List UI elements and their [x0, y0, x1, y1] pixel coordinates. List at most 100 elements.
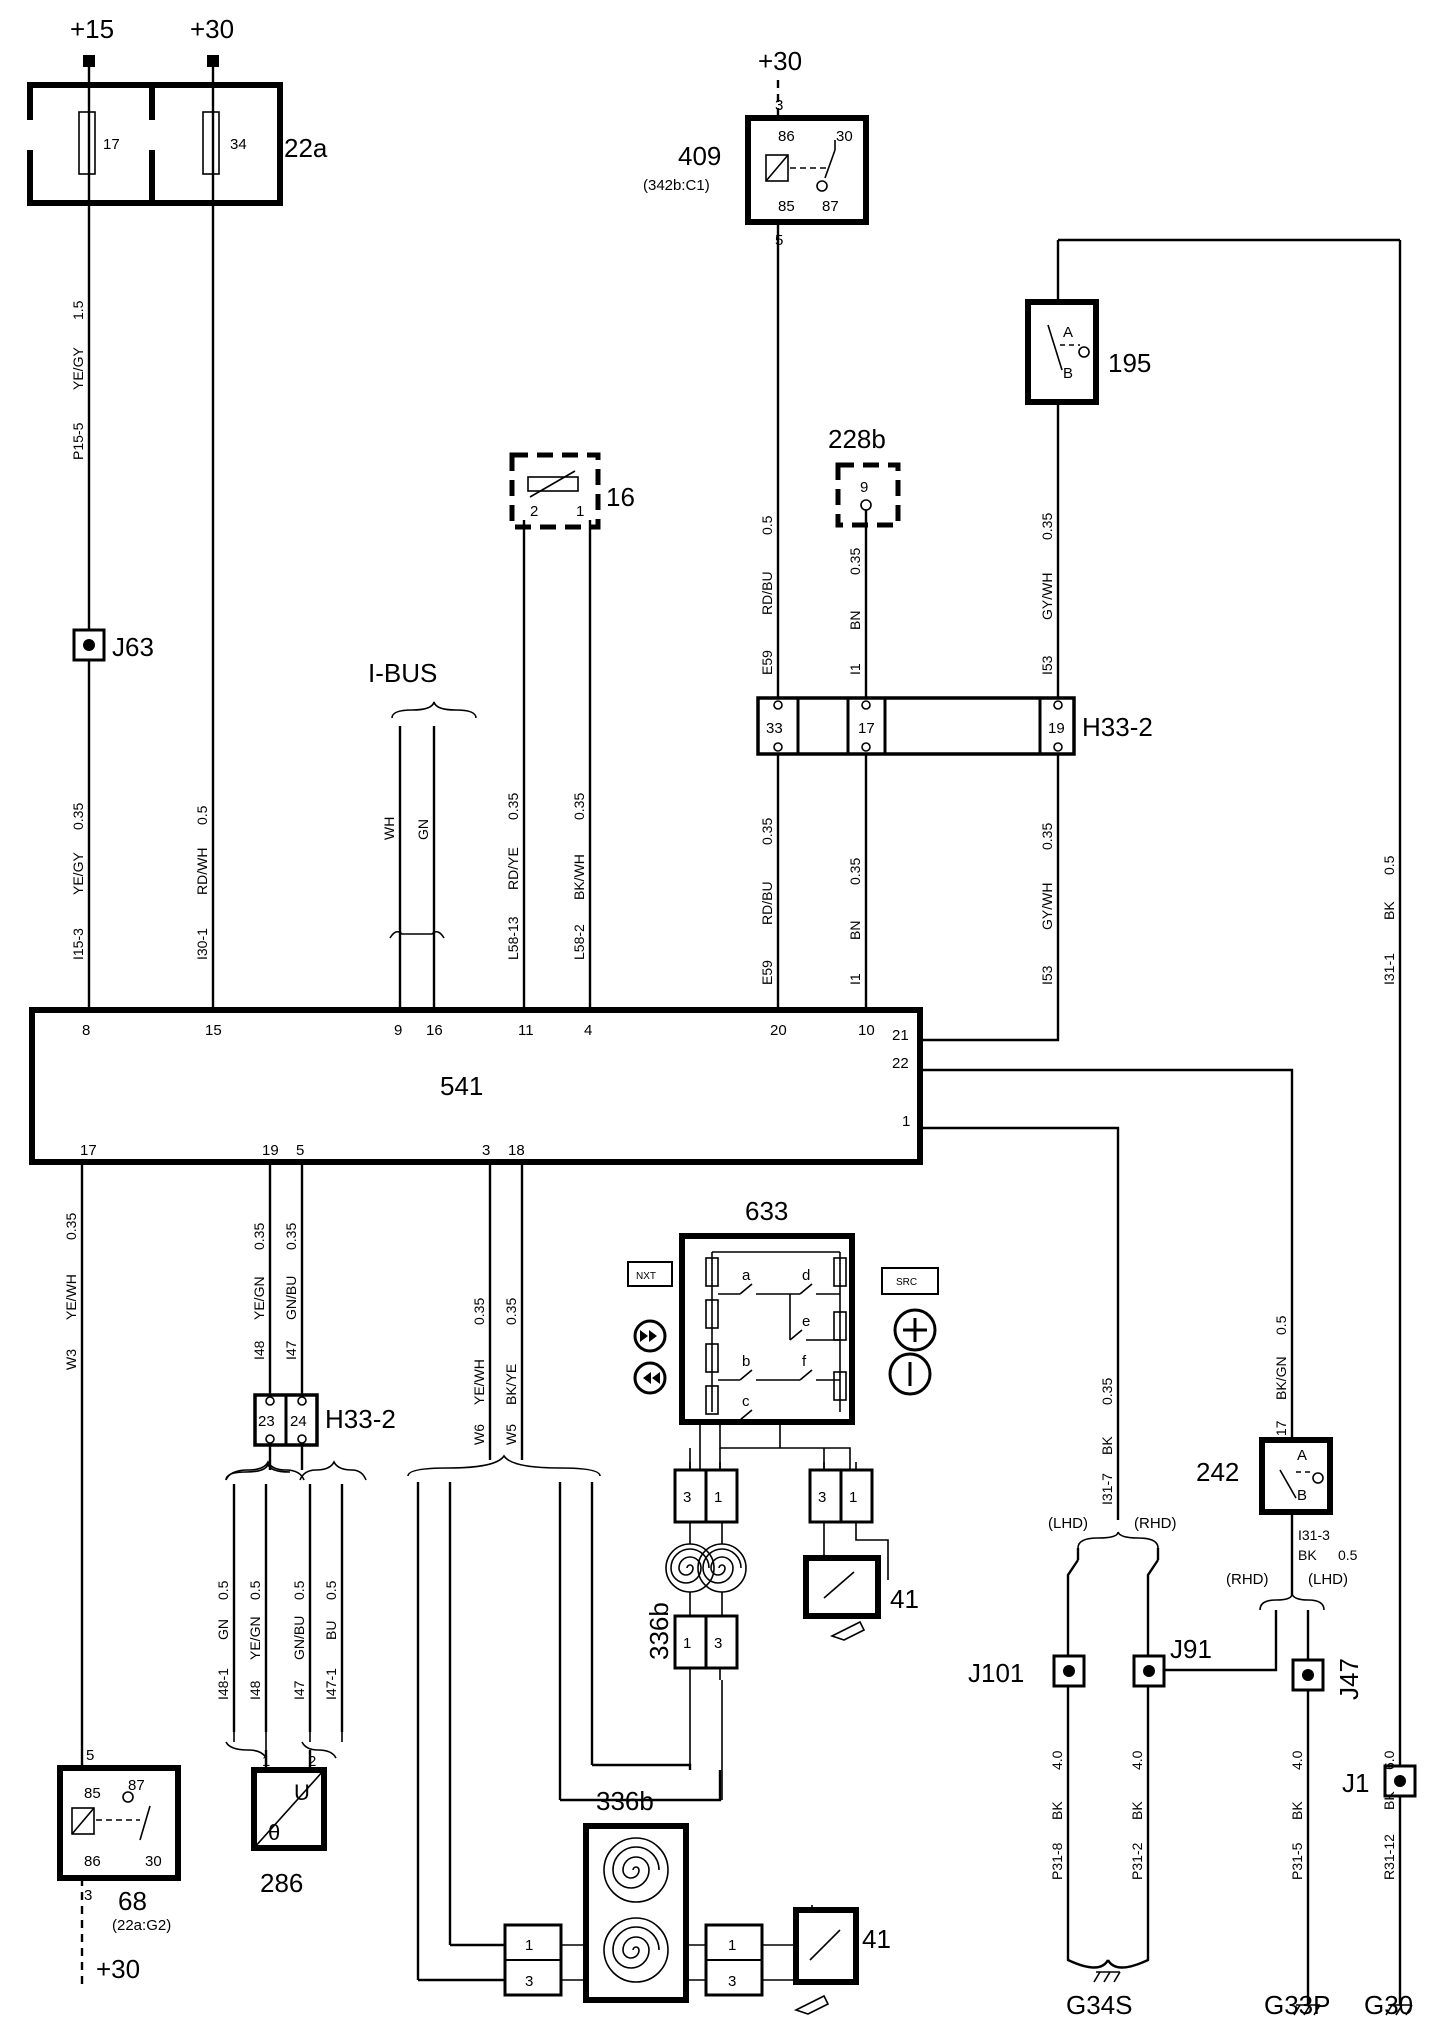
connector-h33-2-bottom: 23 24 H33-2: [253, 1393, 396, 1447]
fusebox-22a: 17 34 22a: [26, 82, 328, 206]
ibus-label: I-BUS: [368, 658, 437, 688]
svg-text:23: 23: [258, 1413, 275, 1430]
svg-text:G34S: G34S: [1066, 1990, 1133, 2020]
svg-text:0.35: 0.35: [471, 1298, 487, 1325]
relay-409-location: (342b:C1): [643, 177, 710, 194]
src-button: [881, 1267, 939, 1295]
svg-text:P31-2: P31-2: [1129, 1842, 1145, 1880]
svg-text:GN: GN: [415, 819, 431, 840]
svg-text:YE/GY: YE/GY: [70, 852, 86, 895]
svg-text:BK: BK: [1099, 1436, 1115, 1455]
splice-j91: J91: [1132, 1634, 1212, 1688]
svg-text:E59: E59: [759, 960, 775, 985]
svg-text:16: 16: [426, 1022, 443, 1039]
svg-text:336b: 336b: [596, 1786, 654, 1816]
svg-text:WH: WH: [381, 817, 397, 840]
svg-text:RD/BU: RD/BU: [759, 571, 775, 615]
svg-text:8: 8: [82, 1022, 90, 1039]
control-module-541: 541 8 15 9 16 11 4 20 10 21 22 1 17 19 5…: [29, 1007, 923, 1165]
svg-text:YE/GN: YE/GN: [251, 1276, 267, 1320]
svg-text:0.5: 0.5: [1338, 1547, 1358, 1563]
svg-text:I31-1: I31-1: [1381, 953, 1397, 985]
fusebox-label: 22a: [284, 133, 328, 163]
svg-text:J47: J47: [1334, 1658, 1364, 1700]
svg-text:NXT: NXT: [636, 1271, 656, 1282]
svg-text:3: 3: [525, 1973, 533, 1990]
svg-text:GY/WH: GY/WH: [1039, 883, 1055, 930]
svg-text:87: 87: [822, 198, 839, 215]
svg-text:d: d: [802, 1267, 810, 1284]
svg-text:SRC: SRC: [896, 1277, 917, 1288]
svg-text:16: 16: [606, 482, 635, 512]
svg-text:H33-2: H33-2: [325, 1404, 396, 1434]
sensor-286: 1 2 U θ 286: [251, 1753, 327, 1898]
svg-text:0.35: 0.35: [70, 803, 86, 830]
svg-text:1: 1: [576, 503, 584, 520]
svg-text:0.35: 0.35: [571, 793, 587, 820]
svg-text:0.35: 0.35: [283, 1223, 299, 1250]
svg-text:L58-2: L58-2: [571, 924, 587, 960]
svg-text:I47: I47: [291, 1680, 307, 1700]
svg-text:0.35: 0.35: [1099, 1378, 1115, 1405]
switch-195: A B 195: [1025, 299, 1151, 405]
svg-text:P31-5: P31-5: [1289, 1842, 1305, 1880]
svg-text:30: 30: [836, 128, 853, 145]
svg-text:c: c: [742, 1393, 750, 1410]
svg-text:4.0: 4.0: [1129, 1750, 1145, 1770]
svg-text:0.5: 0.5: [323, 1580, 339, 1600]
svg-text:BK: BK: [1298, 1547, 1317, 1563]
variant-lhd-2: (LHD): [1308, 1571, 1348, 1588]
svg-text:541: 541: [440, 1071, 483, 1101]
svg-text:YE/GY: YE/GY: [70, 347, 86, 390]
svg-text:BK: BK: [1381, 1791, 1397, 1810]
supply-plus30-bottom: +30: [96, 1954, 140, 1984]
svg-text:I15-3: I15-3: [70, 928, 86, 960]
svg-text:19: 19: [262, 1142, 279, 1159]
splice-j63: J63: [72, 628, 154, 662]
horn-41-upper: 3 1 41: [803, 1468, 919, 1641]
svg-text:I31-3: I31-3: [1298, 1527, 1330, 1543]
svg-text:0.35: 0.35: [759, 818, 775, 845]
svg-text:336b: 336b: [644, 1602, 674, 1660]
connector-228b: 228b 9: [828, 424, 901, 528]
svg-text:5: 5: [86, 1747, 94, 1764]
svg-text:BK/GN: BK/GN: [1273, 1356, 1289, 1400]
svg-text:0.35: 0.35: [1039, 823, 1055, 850]
svg-text:0.5: 0.5: [1273, 1315, 1289, 1335]
svg-text:3: 3: [818, 1489, 826, 1506]
svg-text:1: 1: [262, 1753, 270, 1770]
svg-text:1: 1: [849, 1489, 857, 1506]
svg-text:I47-1: I47-1: [323, 1668, 339, 1700]
svg-text:0.35: 0.35: [1039, 513, 1055, 540]
svg-text:85: 85: [778, 198, 795, 215]
svg-text:BK: BK: [1049, 1801, 1065, 1820]
svg-text:GN: GN: [215, 1619, 231, 1640]
svg-text:0.5: 0.5: [215, 1580, 231, 1600]
svg-text:I1: I1: [847, 973, 863, 985]
svg-text:J1: J1: [1342, 1768, 1369, 1798]
svg-text:R31-12: R31-12: [1381, 1834, 1397, 1880]
fuse-34-label: 34: [230, 136, 247, 153]
svg-text:I48: I48: [247, 1680, 263, 1700]
svg-text:J91: J91: [1170, 1634, 1212, 1664]
svg-text:a: a: [742, 1267, 751, 1284]
svg-text:GN/BU: GN/BU: [283, 1276, 299, 1320]
svg-text:633: 633: [745, 1196, 788, 1226]
svg-text:9: 9: [394, 1022, 402, 1039]
svg-text:228b: 228b: [828, 424, 886, 454]
svg-text:4.0: 4.0: [1049, 1750, 1065, 1770]
svg-text:W5: W5: [503, 1424, 519, 1445]
svg-text:17: 17: [80, 1142, 97, 1159]
svg-text:15: 15: [205, 1022, 222, 1039]
svg-text:0.5: 0.5: [1381, 855, 1397, 875]
svg-text:G33P: G33P: [1264, 1990, 1331, 2020]
fuse-17-label: 17: [103, 136, 120, 153]
svg-text:3: 3: [683, 1489, 691, 1506]
svg-text:1: 1: [902, 1113, 910, 1130]
supply-plus15-label: +15: [70, 14, 114, 44]
svg-text:33: 33: [766, 720, 783, 737]
svg-text:0.35: 0.35: [63, 1213, 79, 1240]
svg-text:E59: E59: [759, 650, 775, 675]
terminal-plus30: [207, 55, 219, 67]
relay-409-label: 409: [678, 141, 721, 171]
